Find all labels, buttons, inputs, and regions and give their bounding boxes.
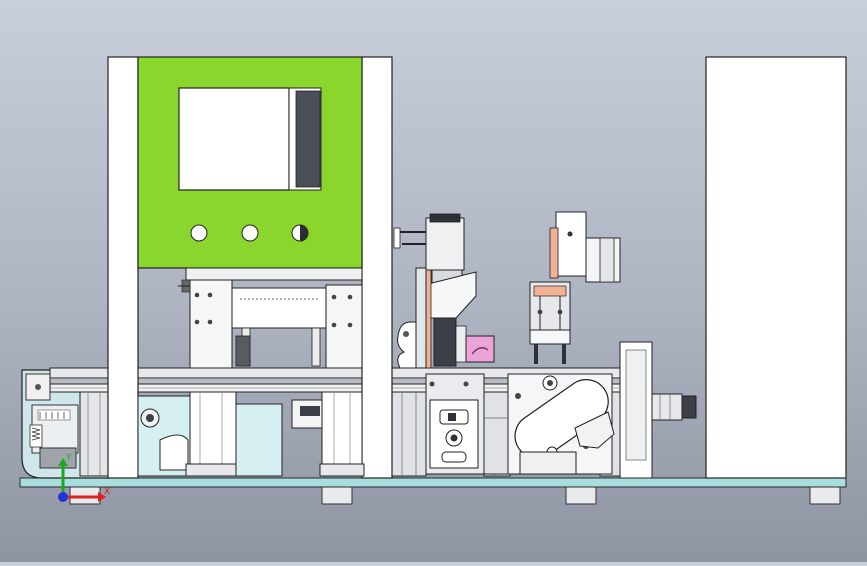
clamp-arm-left <box>397 321 417 369</box>
profile-leg-1 <box>79 391 109 477</box>
control-box <box>425 373 509 475</box>
inner-lower-modules <box>137 391 365 477</box>
profile-leg-2 <box>391 391 427 477</box>
panel-knob-3[interactable] <box>291 224 309 242</box>
right-motor-flange <box>681 395 697 419</box>
gripper-top-bracket <box>549 227 559 279</box>
gripper-fingers <box>529 329 571 345</box>
head-mount-plate <box>415 267 427 369</box>
base-plate <box>19 477 847 488</box>
control-enclosure <box>107 56 393 479</box>
base-assembly <box>19 477 847 505</box>
panel-button-1[interactable] <box>190 224 208 242</box>
head-dark-block <box>433 317 457 367</box>
cam-base-block <box>519 451 577 475</box>
pink-sensor <box>465 335 495 363</box>
center-motor-assembly <box>393 213 495 369</box>
cam-unit <box>507 373 615 475</box>
press-side-plate <box>325 284 363 369</box>
right-motor-body <box>651 393 683 421</box>
enclosure-post-right <box>361 56 393 479</box>
foot-right <box>809 485 841 505</box>
foot-center-right <box>565 485 597 505</box>
press-head <box>231 287 327 329</box>
triad-z-axis <box>58 492 68 502</box>
enclosure-post-left <box>107 56 139 479</box>
drive-column-4 <box>321 391 363 477</box>
inner-top-beam <box>185 267 363 281</box>
right-drive-motor <box>651 393 697 421</box>
servo-motor-cap <box>429 213 461 223</box>
panel-button-2[interactable] <box>241 224 259 242</box>
left-motor-label <box>37 409 71 421</box>
coordinate-triad: X Y <box>58 453 110 502</box>
left-coil-block <box>29 424 43 448</box>
triad-y-label: Y <box>65 453 72 463</box>
left-motor-fins <box>39 412 65 419</box>
foot-center-left <box>321 485 353 505</box>
drive-column-1 <box>189 391 237 477</box>
inner-press-module <box>178 267 363 369</box>
foot-left <box>69 485 101 505</box>
triad-x-label: X <box>104 487 110 497</box>
left-end-screw <box>35 384 41 390</box>
cam-arm <box>514 379 609 459</box>
roller-cover <box>159 434 189 471</box>
left-motor-base <box>39 447 77 469</box>
left-coil-spring <box>31 427 41 441</box>
gripper-assembly <box>529 211 653 479</box>
press-rod <box>235 335 251 367</box>
cam-linkage <box>574 411 615 449</box>
hmi-screen[interactable] <box>178 87 290 191</box>
hmi-screen-recess <box>295 90 321 188</box>
drive-column-2 <box>235 403 283 477</box>
right-cabinet <box>705 56 847 479</box>
control-box-indicator <box>441 451 467 463</box>
servo-motor-body <box>425 217 465 271</box>
gripper-top-cylinder <box>555 211 587 277</box>
press-guide-right <box>311 327 321 367</box>
